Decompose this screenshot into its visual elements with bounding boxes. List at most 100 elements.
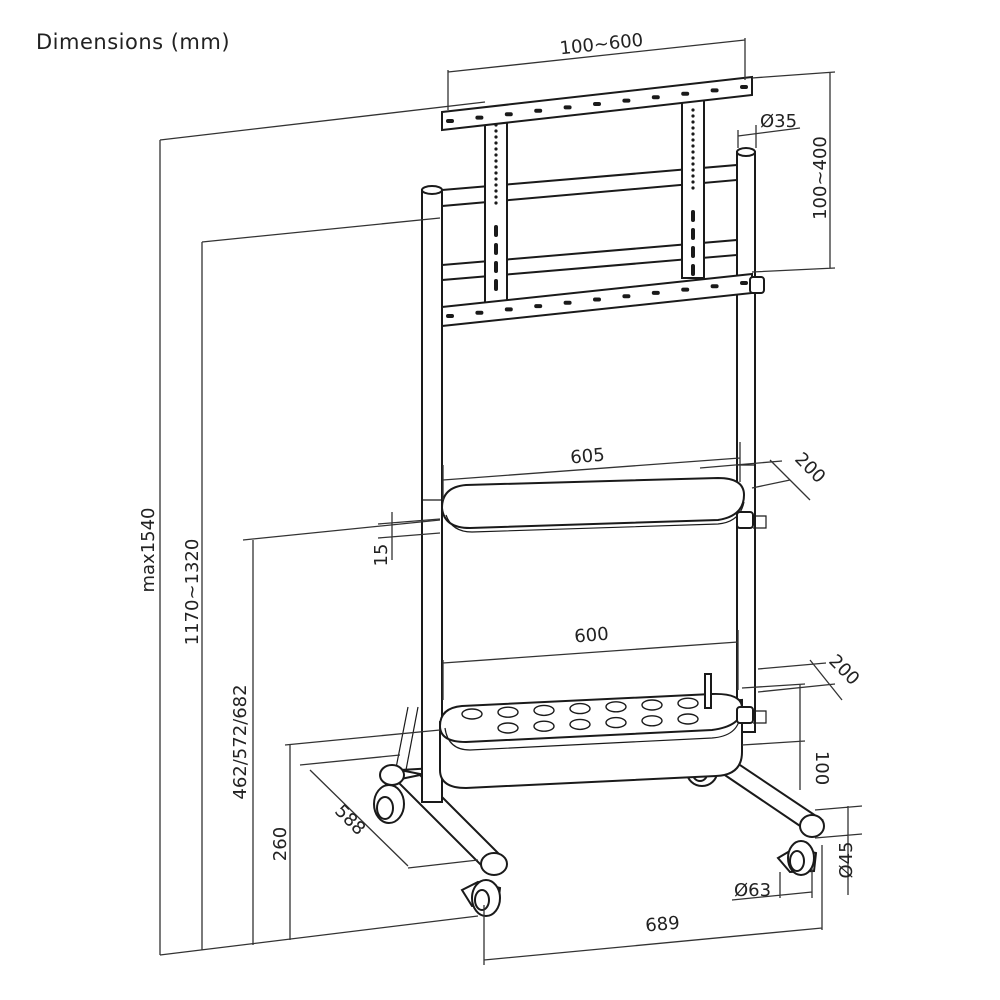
- bracket-hole: [691, 138, 695, 142]
- rail-slot: [563, 105, 572, 110]
- basket-slot: [641, 699, 663, 711]
- rail-slot: [475, 310, 484, 315]
- rail-slot: [681, 287, 690, 292]
- bracket-hole: [691, 162, 695, 166]
- bracket-hole: [494, 189, 498, 193]
- rail-slot: [534, 108, 543, 113]
- dim-base-width: 689: [644, 913, 680, 937]
- bracket-hole: [494, 129, 498, 133]
- rail-slot: [446, 119, 454, 123]
- bracket-hole: [494, 147, 498, 151]
- tv-stand-drawing: [373, 75, 825, 917]
- basket-slots: [461, 697, 699, 734]
- dim-shelf-thickness: 15: [371, 544, 392, 567]
- vesa-mount: [441, 75, 753, 328]
- basket-slot: [569, 718, 591, 731]
- rail-slot: [651, 95, 660, 100]
- bracket-slot: [494, 243, 498, 255]
- rail-slot: [475, 115, 484, 120]
- basket-slot: [497, 706, 519, 718]
- bracket-hole: [494, 159, 498, 163]
- bracket-hole: [691, 150, 695, 154]
- rail-slot: [534, 304, 543, 309]
- rail-slot: [622, 294, 631, 299]
- bracket-hole: [691, 174, 695, 178]
- rail-slot: [446, 314, 454, 318]
- dim-basket-height: 100: [811, 751, 832, 785]
- dim-pole-diameter: Ø35: [760, 111, 797, 132]
- basket-slot: [677, 713, 699, 725]
- basket-slot: [569, 702, 591, 715]
- bracket-hole: [494, 165, 498, 169]
- rail-slot: [593, 102, 601, 106]
- dim-basket-depth: 200: [824, 651, 863, 690]
- dim-vesa-height: 100~400: [810, 136, 831, 220]
- basket-slot: [461, 708, 483, 720]
- bracket-hole: [691, 144, 695, 148]
- bracket-hole: [691, 180, 695, 184]
- bracket-hole: [691, 132, 695, 136]
- dim-caster-height: Ø45: [836, 841, 857, 878]
- bracket-hole: [494, 141, 498, 145]
- caster-front-left: [460, 852, 508, 917]
- rail-slot: [622, 98, 631, 103]
- rail-slot: [504, 112, 513, 117]
- rail-slot: [740, 85, 748, 89]
- rail-slot: [504, 307, 513, 312]
- basket-slot: [497, 722, 519, 734]
- caster-front-right: [776, 814, 825, 876]
- dim-base-depth: 588: [330, 801, 369, 840]
- basket-slot: [641, 715, 663, 727]
- bracket-slot: [494, 261, 498, 273]
- dim-total-height: max1540: [138, 507, 159, 592]
- bracket-hole: [494, 135, 498, 139]
- basket-slot: [677, 697, 699, 709]
- upper-shelf: [440, 476, 767, 533]
- dim-caster-diameter: Ø63: [734, 880, 771, 901]
- bracket-hole: [691, 168, 695, 172]
- rail-slot: [593, 297, 601, 302]
- bracket-hole: [691, 126, 695, 130]
- bracket-slot: [691, 228, 695, 240]
- bracket-hole: [691, 120, 695, 124]
- bracket-slot: [691, 264, 695, 276]
- dim-shelf-width: 605: [569, 445, 605, 469]
- rail-slot: [710, 284, 719, 289]
- poles: [421, 147, 756, 803]
- casters: [373, 757, 825, 917]
- dim-mount-height: 1170~1320: [182, 539, 203, 646]
- bracket-hole: [494, 183, 498, 187]
- bracket-hole: [494, 171, 498, 175]
- rail-slot: [740, 281, 748, 285]
- dim-shelf-height: 462/572/682: [230, 684, 251, 799]
- basket-slot: [605, 701, 627, 713]
- crossbars: [441, 163, 738, 282]
- dim-base-height: 260: [270, 827, 291, 861]
- dim-vesa-width: 100~600: [559, 30, 645, 60]
- basket-slot: [533, 720, 555, 732]
- bracket-hole: [494, 123, 498, 127]
- bracket-hole: [691, 114, 695, 118]
- bracket-slot: [494, 225, 498, 237]
- rail-slot: [710, 88, 719, 93]
- caster-back-left: [373, 764, 405, 824]
- bracket-hole: [494, 195, 498, 199]
- bracket-hole: [494, 177, 498, 181]
- bracket-slot: [494, 279, 498, 291]
- rail-slot: [563, 300, 572, 305]
- bracket-hole: [494, 201, 498, 205]
- bracket-hole: [494, 153, 498, 157]
- pole-clamp: [749, 276, 765, 294]
- vesa-holes: [446, 85, 748, 318]
- bracket-slot: [691, 210, 695, 222]
- bracket-hole: [691, 108, 695, 112]
- lower-basket: [438, 673, 767, 790]
- bracket-slot: [691, 246, 695, 258]
- bracket-hole: [691, 156, 695, 160]
- basket-slot: [605, 716, 627, 729]
- rail-slot: [681, 91, 690, 96]
- bracket-hole: [691, 186, 695, 190]
- rail-slot: [651, 290, 660, 295]
- page-title: Dimensions (mm): [36, 30, 231, 54]
